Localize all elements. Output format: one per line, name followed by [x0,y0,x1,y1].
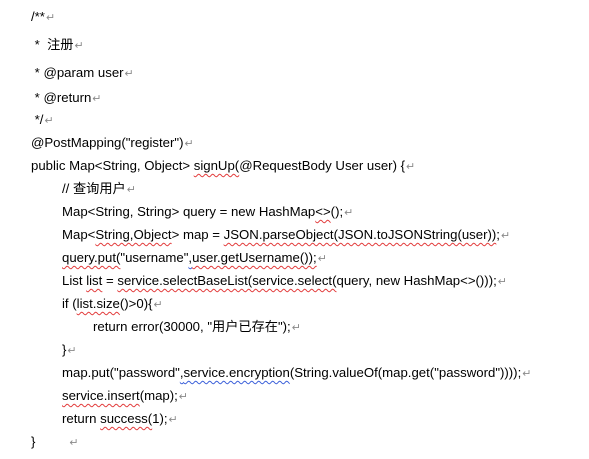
code-line-19: }↵ [31,433,79,451]
spellcheck-underline: query.put( [62,250,121,265]
code-line-13: if (list.size()>0){↵ [62,295,163,313]
paragraph-mark-icon: ↵ [317,253,327,265]
code-line-15: }↵ [62,341,77,359]
code-line-3: * @param user↵ [31,64,134,82]
spellcheck-underline: user.getUsername()); [192,250,317,265]
spellcheck-underline: String,Object [95,227,172,242]
code-text: * @param user [31,65,124,80]
code-text: * @return [31,90,92,105]
code-line-9: Map<String, String> query = new HashMap<… [62,203,353,221]
code-text: > map = [171,227,224,242]
spellcheck-underline: list.size [76,296,120,311]
code-text: // 查询用户 [62,181,126,196]
code-text: map.put("password" [62,365,180,380]
code-text: @PostMapping("register") [31,135,184,150]
code-text: 1); [152,411,168,426]
paragraph-mark-icon: ↵ [92,93,102,105]
code-text: Map<String, String> query = new HashMap [62,204,316,219]
paragraph-mark-icon: ↵ [184,138,194,150]
code-line-14: return error(30000, "用户已存在");↵ [93,318,301,336]
code-text: query, new HashMap<>())); [336,273,497,288]
code-line-6: @PostMapping("register")↵ [31,134,194,152]
paragraph-mark-icon: ↵ [69,437,79,449]
code-text: if ( [62,296,77,311]
paragraph-mark-icon: ↵ [344,207,354,219]
spellcheck-underline: list [86,273,103,288]
code-line-8: // 查询用户↵ [62,180,136,198]
code-text: /** [31,9,45,24]
code-text: return [62,411,101,426]
paragraph-mark-icon: ↵ [291,322,301,334]
code-line-5: */↵ [31,111,54,129]
paragraph-mark-icon: ↵ [124,68,134,80]
code-line-10: Map<String,Object> map = JSON.parseObjec… [62,226,510,244]
grammar-underline: , [179,365,184,380]
code-text: Map< [62,227,96,242]
paragraph-mark-icon: ↵ [153,299,163,311]
paragraph-mark-icon: ↵ [406,161,416,173]
paragraph-mark-icon: ↵ [74,40,84,52]
code-text: * 注册 [31,37,74,52]
code-line-11: query.put("username",user.getUsername())… [62,249,327,267]
paragraph-mark-icon: ↵ [44,115,54,127]
code-text: ; [496,227,500,242]
paragraph-mark-icon: ↵ [500,230,511,242]
spellcheck-underline: success( [100,411,153,426]
paragraph-mark-icon: ↵ [178,391,189,403]
code-text: return error(30000, "用户已存在"); [93,319,291,334]
code-text: } [62,342,67,357]
paragraph-mark-icon: ↵ [522,368,532,380]
spellcheck-underline: signUp( [193,158,240,173]
code-line-4: * @return↵ [31,89,102,107]
code-text: "username" [120,250,189,265]
paragraph-mark-icon: ↵ [45,12,56,24]
code-line-2: * 注册↵ [31,36,84,54]
paragraph-mark-icon: ↵ [497,276,507,288]
code-line-17: service.insert(map);↵ [62,387,188,405]
code-text: List [62,273,87,288]
code-line-7: public Map<String, Object> signUp(@Reque… [31,157,415,175]
paragraph-mark-icon: ↵ [168,414,178,426]
code-line-1: /**↵ [31,8,55,26]
code-line-18: return success(1);↵ [62,410,178,428]
code-line-16: map.put("password",service.encryption(St… [62,364,531,382]
code-text: public Map<String, Object> [31,158,194,173]
grammar-underline: , [188,250,193,265]
code-text: = [102,273,118,288]
spellcheck-underline: JSON.parseObject(JSON.toJSONString(user)… [223,227,497,242]
code-text: (map); [139,388,178,403]
code-text: } [31,434,36,449]
code-text: (String.valueOf(map.get("password")))); [289,365,522,380]
paragraph-mark-icon: ↵ [126,184,136,196]
code-text: @RequestBody User user) { [239,158,406,173]
spellcheck-underline: <> [315,204,331,219]
code-text: (); [330,204,344,219]
grammar-underline: service.encryption [183,365,290,380]
code-line-12: List list = service.selectBaseList(servi… [62,272,507,290]
spellcheck-underline: service.insert [62,388,140,403]
code-text: */ [31,112,44,127]
code-text: ()>0){ [119,296,153,311]
paragraph-mark-icon: ↵ [67,345,77,357]
spellcheck-underline: service.selectBaseList(service.select( [117,273,337,288]
